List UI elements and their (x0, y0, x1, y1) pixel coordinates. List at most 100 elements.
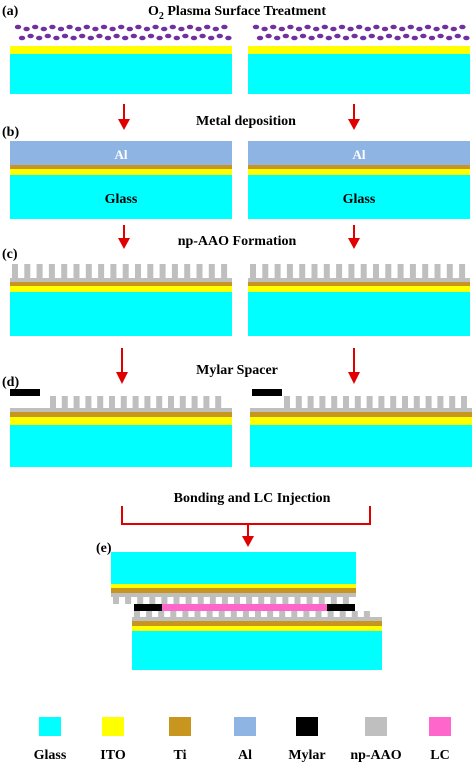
np-aao-pillar (378, 396, 385, 408)
np-aao-pillar (191, 396, 198, 408)
plasma-particle (161, 26, 168, 32)
np-aao-pillar (294, 597, 301, 604)
al-layer (248, 141, 470, 165)
np-aao-pillar (258, 597, 265, 604)
plasma-particle (96, 33, 103, 39)
plasma-particle (100, 24, 108, 30)
glass-layer (132, 631, 382, 670)
np-aao-pillar (413, 396, 420, 408)
np-aao-pillar (282, 597, 289, 604)
panel-c-title: np-AAO Formation (178, 234, 297, 249)
panel-d: Mylar Spacer (d) (2, 363, 472, 467)
plasma-particle (190, 35, 198, 41)
al-layer-label: Al (353, 147, 366, 162)
np-aao-pillar (422, 264, 429, 278)
np-aao-pillar (173, 597, 180, 604)
ti-layer (10, 282, 232, 286)
ito-layer (132, 626, 382, 631)
arrow-down (348, 225, 360, 249)
plasma-particle (450, 26, 457, 32)
ito-layer (250, 417, 472, 425)
liquid-crystal-layer (162, 604, 327, 611)
plasma-particle (147, 33, 155, 39)
np-aao-pillar (246, 597, 253, 604)
legend-label-al: Al (238, 748, 252, 763)
ti-layer (132, 621, 382, 626)
plasma-particle (36, 35, 43, 41)
ito-layer (248, 169, 470, 175)
np-aao-pores (132, 611, 382, 621)
legend-label-ito: ITO (100, 748, 126, 763)
np-aao-pillar (125, 597, 132, 604)
np-aao-pillar (284, 396, 290, 408)
glass-layer (248, 54, 470, 94)
np-aao-pillar (459, 264, 466, 278)
arrow-down (348, 348, 360, 384)
plasma-particle (173, 35, 180, 41)
plasma-particle (442, 24, 449, 30)
plasma-particle (61, 33, 69, 39)
np-aao-pillar (311, 264, 318, 278)
plasma-particle (347, 26, 354, 32)
np-aao-pillar (274, 264, 281, 278)
plasma-particle (407, 24, 414, 30)
plasma-particle (212, 26, 219, 32)
plasma-particle (169, 24, 176, 30)
np-aao-pillar (182, 611, 189, 617)
panel-a-label: (a) (2, 4, 19, 19)
plasma-particle (122, 35, 129, 41)
np-aao-pillar (303, 611, 310, 617)
np-aao-pillar (209, 597, 216, 604)
np-aao-pillar (73, 396, 80, 408)
np-aao-base (248, 278, 470, 282)
plasma-particle (390, 24, 397, 30)
plasma-particle (291, 35, 298, 41)
np-aao-pillar (390, 396, 397, 408)
np-aao-pillar (397, 264, 404, 278)
plasma-particle (381, 26, 389, 32)
np-aao-pillar (161, 597, 168, 604)
plasma-particle (446, 35, 453, 41)
np-aao-pillar (170, 611, 177, 617)
glass-layer (248, 292, 470, 336)
np-aao-pillar (24, 264, 31, 278)
plasma-particle (186, 24, 194, 30)
np-aao-pillar (97, 396, 104, 408)
np-aao-pillar (270, 597, 277, 604)
plasma-particle (394, 35, 401, 41)
plasma-particle (252, 24, 260, 30)
np-aao-pillar (319, 396, 326, 408)
panel-a: (a) O2 Plasma Surface Treatment (2, 4, 470, 94)
plasma-particle (53, 35, 60, 41)
np-aao-pillar (122, 264, 129, 278)
plasma-particle (40, 26, 47, 32)
mylar-spacer (10, 389, 40, 396)
ti-layer (10, 165, 232, 169)
np-aao-pillar (194, 611, 201, 617)
np-aao-pillar (73, 264, 80, 278)
np-aao-pillar (250, 264, 256, 278)
plasma-particle (204, 24, 211, 30)
np-aao-pillar (446, 264, 453, 278)
glass-layer (10, 175, 232, 219)
np-aao-pillar (331, 396, 338, 408)
plasma-particle (27, 33, 34, 39)
plasma-particle (360, 35, 367, 41)
plasma-particle (295, 26, 303, 32)
ito-layer (10, 417, 232, 425)
np-aao-pillar (295, 396, 302, 408)
plasma-particle (433, 26, 440, 32)
legend-label-mylar: Mylar (288, 748, 325, 763)
np-aao-pillar (402, 396, 408, 408)
panel-b-title: Metal deposition (196, 114, 296, 129)
plasma-particle (49, 24, 56, 30)
plasma-particle (313, 26, 320, 32)
panel-c-label: (c) (2, 247, 18, 262)
plasma-particle (325, 35, 332, 41)
legend-label-np-aao: np-AAO (350, 748, 401, 763)
np-aao-pillar (351, 611, 358, 617)
ito-layer (111, 584, 356, 588)
np-aao-base (111, 593, 356, 597)
np-aao-pillar (149, 597, 156, 604)
